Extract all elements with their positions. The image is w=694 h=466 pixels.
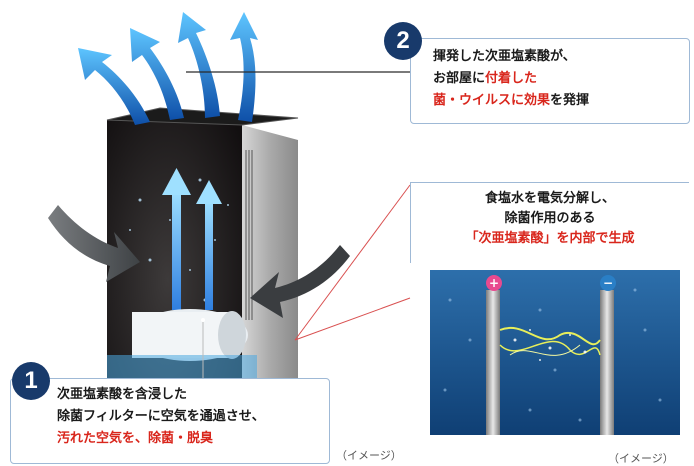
minus-icon: − <box>600 275 616 291</box>
arrow-intake-icon <box>48 205 350 318</box>
callout2-line2-highlight: 付着した <box>485 71 538 86</box>
electrolysis-panel <box>430 270 680 435</box>
callout1-line3: 汚れた空気を、除菌・脱臭 <box>57 431 214 446</box>
callout2-line1: 揮発した次亜塩素酸が、 <box>433 49 576 64</box>
callout-filter: 次亜塩素酸を含浸した 除菌フィルターに空気を通過させ、 汚れた空気を、除菌・脱臭 <box>10 378 330 464</box>
callout1-line2: 除菌フィルターに空気を通過させ、 <box>57 409 265 424</box>
plus-icon: + <box>486 275 502 291</box>
arrow-up-icon <box>162 168 222 310</box>
callout2-line3: 菌・ウイルスに効果を発揮 <box>433 91 589 111</box>
callout2-line2: お部屋に付着した <box>433 69 537 89</box>
image-note-right: （イメージ） <box>608 452 674 465</box>
callout3-line2: 除菌作用のある <box>504 211 596 226</box>
arrow-up-icon <box>78 12 258 125</box>
callout3-line3: 「次亜塩素酸」を内部で生成 <box>465 231 635 246</box>
callout2-line2-text: お部屋に <box>433 71 486 86</box>
callout2-line3-text: を発揮 <box>550 93 590 108</box>
step-badge-1: 1 <box>12 362 50 400</box>
callout-electrolysis: 食塩水を電気分解し、 除菌作用のある 「次亜塩素酸」を内部で生成 <box>410 182 689 263</box>
callout2-line3-highlight: 菌・ウイルスに効果 <box>433 93 551 108</box>
callout-evaporation: 揮発した次亜塩素酸が、 お部屋に付着した 菌・ウイルスに効果を発揮 <box>410 38 690 124</box>
image-note-left: （イメージ） <box>336 449 402 462</box>
callout3-line1: 食塩水を電気分解し、 <box>484 191 615 206</box>
step-badge-2: 2 <box>384 22 422 60</box>
callout1-line1: 次亜塩素酸を含浸した <box>57 387 188 402</box>
